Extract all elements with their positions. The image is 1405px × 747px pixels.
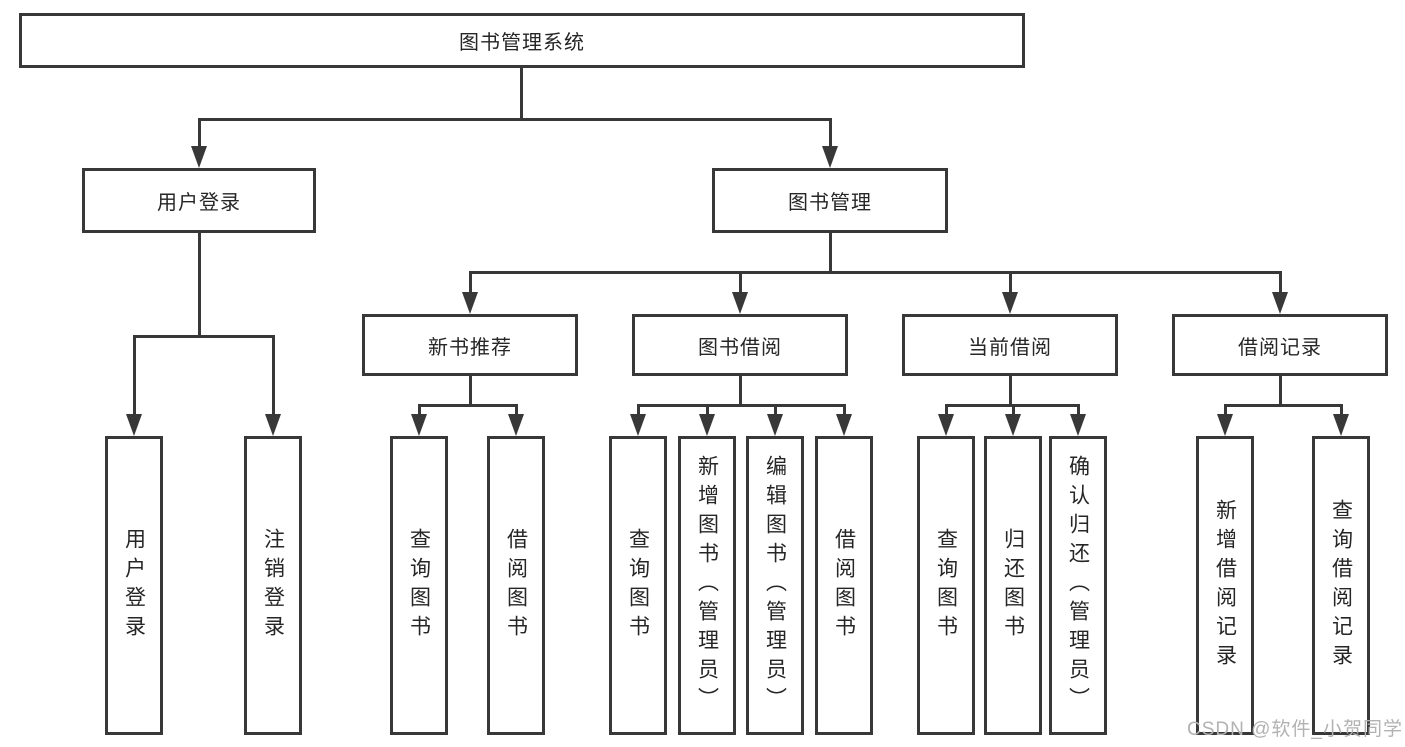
leaf-logout-label: 注销登录 — [261, 527, 285, 644]
connector-line — [1340, 404, 1343, 417]
connector-line — [1279, 374, 1282, 406]
connector-line — [198, 118, 831, 121]
node-borrow-records: 借阅记录 — [1172, 314, 1388, 376]
arrowhead — [1333, 414, 1349, 436]
node-current-borrow: 当前借阅 — [902, 314, 1118, 376]
connector-line — [945, 404, 948, 417]
connector-line — [520, 66, 523, 120]
arrowhead — [411, 414, 427, 436]
leaf-br-add-record: 新增借阅记录 — [1196, 436, 1254, 735]
arrowhead — [732, 292, 748, 314]
node-current-borrow-label: 当前借阅 — [968, 336, 1052, 359]
connector-line — [469, 271, 1282, 274]
connector-line — [133, 335, 136, 417]
leaf-bb-edit-books-admin: 编辑图书（管理员） — [746, 436, 804, 735]
connector-line — [637, 404, 846, 407]
node-new-book-rec-label: 新书推荐 — [428, 336, 512, 359]
connector-line — [198, 118, 201, 148]
arrowhead — [938, 414, 954, 436]
node-root-label: 图书管理系统 — [459, 32, 585, 54]
leaf-cb-query-books-label: 查询图书 — [934, 527, 958, 644]
arrowhead — [1070, 414, 1086, 436]
leaf-cb-confirm-return-admin-label: 确认归还（管理员） — [1066, 455, 1090, 716]
leaf-cb-confirm-return-admin: 确认归还（管理员） — [1049, 436, 1107, 735]
node-book-mgmt: 图书管理 — [712, 168, 948, 233]
arrowhead — [265, 414, 281, 436]
node-user-login-label: 用户登录 — [157, 192, 241, 214]
csdn-watermark: CSDN @软件_小贺同学 — [1187, 719, 1403, 740]
leaf-nbr-borrow-books-label: 借阅图书 — [504, 527, 528, 644]
connector-line — [469, 271, 472, 295]
connector-line — [418, 404, 518, 407]
node-book-borrow: 图书借阅 — [632, 314, 848, 376]
arrowhead — [508, 414, 524, 436]
connector-line — [1009, 374, 1012, 406]
connector-line — [706, 404, 709, 417]
arrowhead — [699, 414, 715, 436]
connector-line — [198, 230, 201, 337]
leaf-nbr-borrow-books: 借阅图书 — [487, 436, 545, 735]
leaf-cb-query-books: 查询图书 — [917, 436, 975, 735]
arrowhead — [767, 414, 783, 436]
node-borrow-records-label: 借阅记录 — [1238, 336, 1322, 359]
arrowhead — [1002, 292, 1018, 314]
connector-line — [843, 404, 846, 417]
leaf-user-login: 用户登录 — [105, 436, 163, 735]
arrowhead — [836, 414, 852, 436]
arrowhead — [1272, 292, 1288, 314]
arrowhead — [1005, 414, 1021, 436]
node-new-book-rec: 新书推荐 — [362, 314, 578, 376]
connector-line — [1279, 271, 1282, 295]
node-root: 图书管理系统 — [19, 13, 1025, 68]
arrowhead — [126, 414, 142, 436]
connector-line — [774, 404, 777, 417]
node-user-login: 用户登录 — [82, 168, 316, 233]
leaf-nbr-query-books: 查询图书 — [390, 436, 448, 735]
leaf-logout: 注销登录 — [244, 436, 302, 735]
leaf-br-query-record: 查询借阅记录 — [1312, 436, 1370, 735]
connector-line — [469, 374, 472, 406]
leaf-bb-query-books: 查询图书 — [609, 436, 667, 735]
arrowhead — [191, 146, 207, 168]
connector-line — [739, 271, 742, 295]
leaf-bb-edit-books-admin-label: 编辑图书（管理员） — [763, 455, 787, 716]
connector-line — [739, 374, 742, 406]
connector-line — [1077, 404, 1080, 417]
connector-line — [1009, 271, 1012, 295]
node-book-mgmt-label: 图书管理 — [788, 192, 872, 214]
connector-line — [418, 404, 421, 417]
leaf-cb-return-books: 归还图书 — [984, 436, 1042, 735]
connector-line — [515, 404, 518, 417]
leaf-br-add-record-label: 新增借阅记录 — [1213, 498, 1237, 673]
leaf-bb-query-books-label: 查询图书 — [626, 527, 650, 644]
connector-line — [1224, 404, 1227, 417]
connector-line — [829, 230, 832, 273]
connector-line — [637, 404, 640, 417]
connector-line — [1012, 404, 1015, 417]
arrowhead — [462, 292, 478, 314]
leaf-cb-return-books-label: 归还图书 — [1001, 527, 1025, 644]
leaf-user-login-label: 用户登录 — [122, 527, 146, 644]
arrowhead — [822, 146, 838, 168]
leaf-bb-add-books-admin: 新增图书（管理员） — [678, 436, 736, 735]
leaf-nbr-query-books-label: 查询图书 — [407, 527, 431, 644]
leaf-bb-add-books-admin-label: 新增图书（管理员） — [695, 455, 719, 716]
leaf-br-query-record-label: 查询借阅记录 — [1329, 498, 1353, 673]
connector-line — [133, 335, 274, 338]
connector-line — [272, 335, 275, 417]
connector-line — [829, 118, 832, 148]
leaf-bb-borrow-books: 借阅图书 — [815, 436, 873, 735]
node-book-borrow-label: 图书借阅 — [698, 336, 782, 359]
arrowhead — [630, 414, 646, 436]
connector-line — [1224, 404, 1343, 407]
arrowhead — [1217, 414, 1233, 436]
leaf-bb-borrow-books-label: 借阅图书 — [832, 527, 856, 644]
